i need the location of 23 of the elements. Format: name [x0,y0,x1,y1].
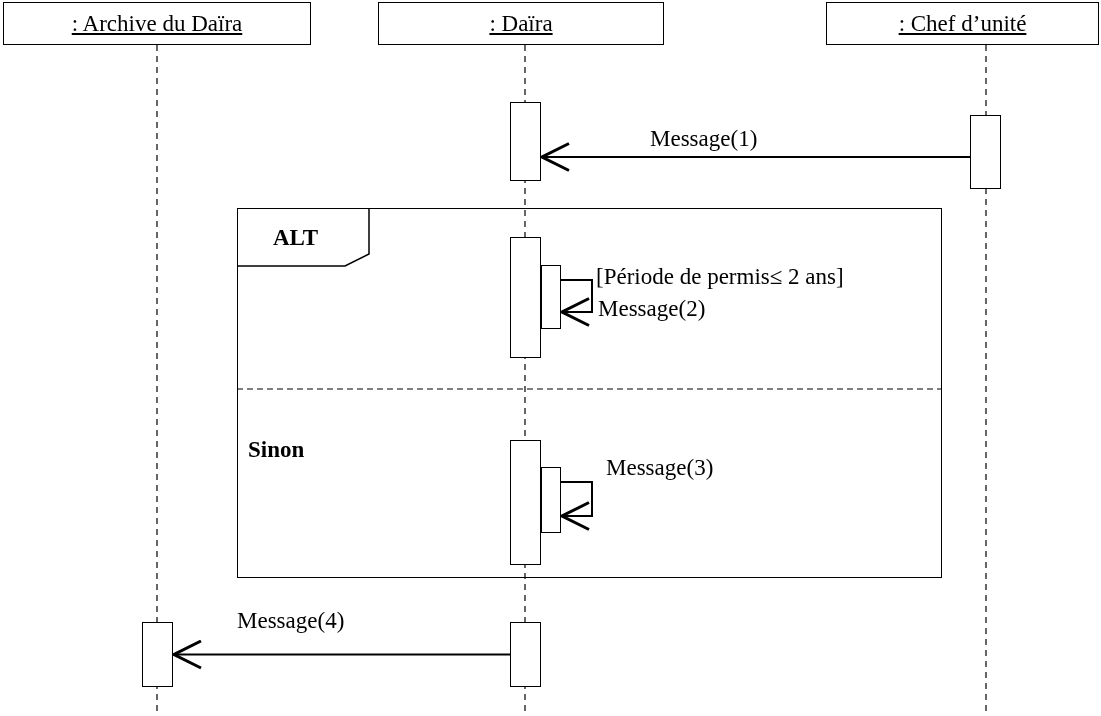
operator-label: ALT [273,225,319,251]
activation-bar [510,102,541,181]
activation-bar [970,115,1001,189]
activation-bar [540,466,561,533]
activation-bar [510,622,541,687]
lifeline-header: : Archive du Daïra [3,2,311,45]
activation-bar [509,439,541,565]
activation-bar [540,264,561,329]
message-arrow [540,142,971,172]
lifeline-header: : Chef d’unité [826,2,1099,45]
message-label: Message(3) [606,455,714,481]
message-label: Message(4) [237,608,345,634]
guard-condition: [Période de permis≤ 2 ans] [596,264,844,290]
message-arrow [560,481,593,531]
activation-bar [142,622,173,687]
message-arrow [172,639,511,670]
message-label: Message(1) [650,126,758,152]
alt-fragment-frame [237,208,942,578]
message-label: Message(2) [598,296,706,322]
lifeline-header: : Daïra [378,2,664,45]
message-arrow [560,279,593,327]
operand-label: Sinon [248,437,305,463]
activation-bar [509,236,541,358]
